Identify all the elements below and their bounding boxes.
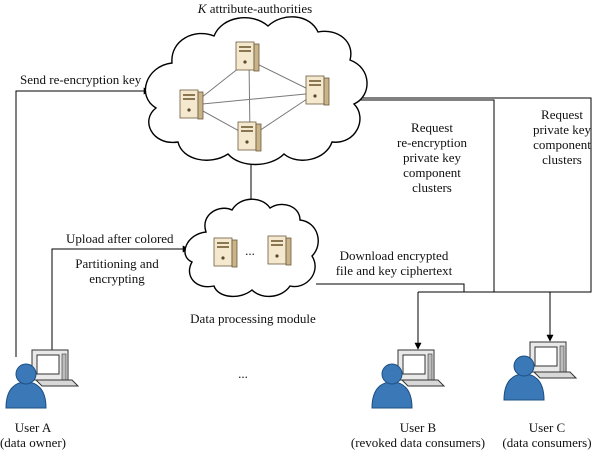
- svg-text:component: component: [533, 137, 591, 152]
- user-b-icon: [371, 349, 445, 409]
- svg-text:Partitioning and: Partitioning and: [75, 256, 159, 271]
- send-key-label: Send re-encryption key: [20, 72, 142, 87]
- data-processing-cloud: [184, 198, 319, 297]
- server-icon: [179, 89, 204, 120]
- svg-text:re-encryption: re-encryption: [397, 135, 468, 150]
- user-c-icon: [503, 341, 577, 401]
- svg-text:component: component: [403, 165, 461, 180]
- connector-lines: [15, 87, 592, 357]
- request-private-label: Request private key component clusters: [533, 107, 592, 167]
- svg-text:Request: Request: [541, 107, 583, 122]
- user-a-icon: [5, 349, 79, 409]
- server-icon: [237, 121, 262, 152]
- user-b-label: User B (revoked data consumers): [351, 420, 485, 450]
- svg-text:file and key ciphertext: file and key ciphertext: [336, 263, 453, 278]
- authorities-title: K attribute-authorities: [197, 1, 312, 16]
- server-icon: [213, 237, 238, 268]
- attribute-authorities-cloud: [144, 16, 368, 166]
- server-icon: [267, 235, 292, 266]
- user-c-label: User C (data consumers): [502, 420, 591, 450]
- svg-text:(revoked data consumers): (revoked data consumers): [351, 435, 485, 450]
- cloud-ellipsis: ...: [245, 243, 255, 258]
- users-ellipsis: ...: [238, 366, 248, 381]
- svg-text:encrypting: encrypting: [89, 271, 145, 286]
- download-label: Download encrypted file and key cipherte…: [336, 248, 453, 278]
- svg-text:User C: User C: [529, 420, 565, 435]
- upload-label: Upload after colored: [66, 231, 174, 246]
- svg-text:User B: User B: [400, 420, 437, 435]
- svg-text:private key: private key: [533, 122, 592, 137]
- svg-text:Download encrypted: Download encrypted: [340, 248, 449, 263]
- request-reenc-label: Request re-encryption private key compon…: [397, 120, 468, 195]
- svg-text:clusters: clusters: [542, 152, 582, 167]
- svg-text:private key: private key: [403, 150, 462, 165]
- svg-text:(data consumers): (data consumers): [502, 435, 591, 450]
- partitioning-label: Partitioning and encrypting: [75, 256, 159, 286]
- svg-text:User A: User A: [15, 420, 52, 435]
- server-icon: [305, 75, 330, 106]
- svg-text:clusters: clusters: [412, 180, 452, 195]
- user-a-label: User A (data owner): [0, 420, 66, 450]
- svg-text:(data owner): (data owner): [0, 435, 66, 450]
- server-icon: [235, 41, 260, 72]
- module-label: Data processing module: [190, 311, 316, 326]
- svg-text:Request: Request: [411, 120, 453, 135]
